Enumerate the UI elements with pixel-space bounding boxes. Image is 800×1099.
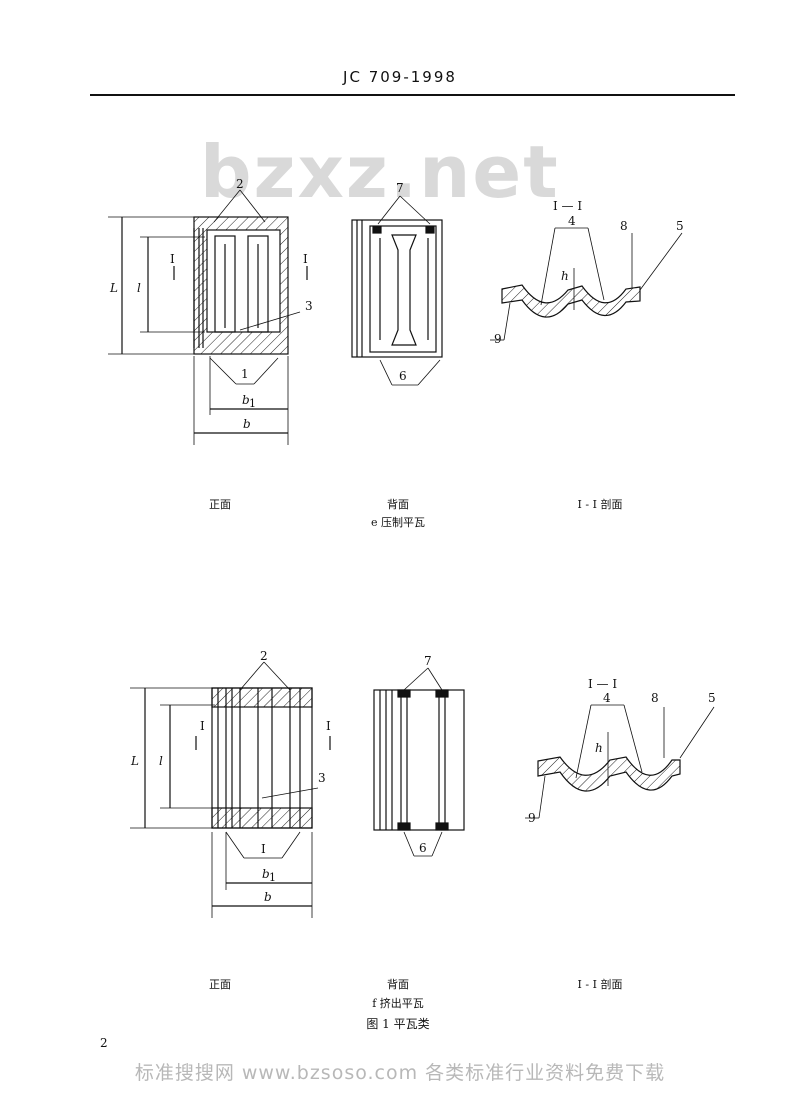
e-back-view [351, 195, 443, 386]
f-back-view [373, 667, 465, 857]
e-caption-front: 正面 [209, 498, 231, 511]
e-section-mark-right: I [303, 252, 308, 266]
e-section-dim-h: h [561, 269, 569, 283]
e-section-callout-4: 4 [568, 214, 576, 228]
e-dim-b: b [243, 417, 251, 431]
f-caption-front: 正面 [209, 978, 231, 991]
standard-code: JC 709-1998 [343, 68, 457, 86]
e-section-callout-9: 9 [494, 332, 502, 346]
f-back-callout-7: 7 [424, 654, 432, 668]
f-section-mark-right: I [326, 719, 331, 733]
f-section-title: I — I [588, 677, 617, 691]
f-dim-b: b [264, 890, 272, 904]
f-dim-b1-sub: 1 [269, 871, 276, 884]
f-dim-L: L [130, 754, 139, 768]
e-dim-l: l [137, 281, 141, 295]
e-back-callout-7: 7 [396, 181, 404, 195]
f-section-view [525, 704, 715, 819]
f-front-view [130, 661, 331, 918]
e-caption-back: 背面 [387, 498, 409, 511]
e-section-mark-left: I [170, 252, 175, 266]
f-front-callout-1: I [261, 842, 266, 856]
e-section-callout-5: 5 [676, 219, 684, 233]
f-section-dim-h: h [595, 741, 603, 755]
e-front-callout-2: 2 [236, 177, 244, 191]
f-caption-back: 背面 [387, 978, 409, 991]
f-subcaption: f 挤出平瓦 [372, 997, 424, 1010]
e-section-callout-8: 8 [620, 219, 628, 233]
header-rule [90, 94, 735, 96]
f-section-callout-5: 5 [708, 691, 716, 705]
f-section-callout-8: 8 [651, 691, 659, 705]
f-section-callout-4: 4 [603, 691, 611, 705]
f-front-callout-2: 2 [260, 649, 268, 663]
f-front-callout-3: 3 [318, 771, 326, 785]
f-section-mark-left: I [200, 719, 205, 733]
e-dim-b1: b [242, 393, 250, 407]
watermark: bzxz.net [200, 130, 560, 214]
f-section-callout-9: 9 [528, 811, 536, 825]
e-back-callout-6: 6 [399, 369, 407, 383]
f-dim-l: l [159, 754, 163, 768]
e-caption-section: I - I 剖面 [577, 498, 623, 511]
page-number: 2 [100, 1036, 108, 1050]
e-section-title: I — I [553, 199, 582, 213]
f-caption-section: I - I 剖面 [577, 978, 623, 991]
f-dim-b1: b [262, 867, 270, 881]
e-section-view [490, 227, 683, 341]
e-dim-b1-sub: 1 [249, 397, 256, 410]
f-back-callout-6: 6 [419, 841, 427, 855]
e-subcaption: e 压制平瓦 [370, 516, 425, 529]
figure-caption: 图 1 平瓦类 [366, 1017, 430, 1031]
e-front-view [108, 189, 308, 445]
e-front-callout-1: 1 [241, 367, 249, 381]
footer-watermark: 标准搜搜网 www.bzsoso.com 各类标准行业资料免费下载 [134, 1062, 666, 1084]
e-dim-L: L [109, 281, 118, 295]
e-front-callout-3: 3 [305, 299, 313, 313]
